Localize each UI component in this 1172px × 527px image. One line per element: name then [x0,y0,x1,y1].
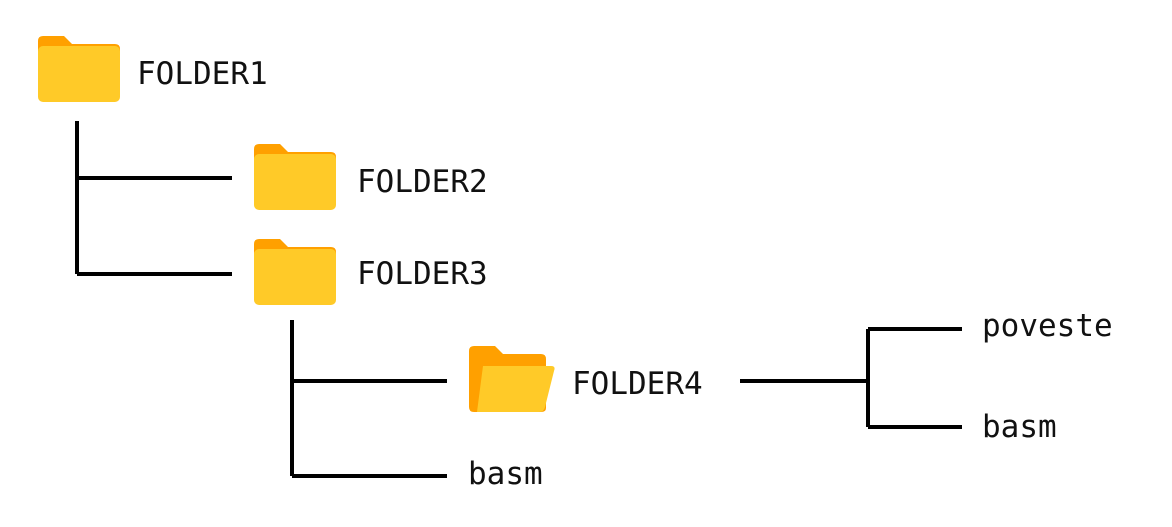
folder-icon[interactable] [254,239,336,305]
file-label-basm[interactable]: basm [982,409,1057,445]
folder-label-folder2[interactable]: FOLDER2 [357,164,488,200]
folder-open-icon[interactable] [469,346,555,412]
folder-label-folder4[interactable]: FOLDER4 [572,366,703,402]
folder-label-folder3[interactable]: FOLDER3 [357,256,488,292]
folder-icon[interactable] [254,144,336,210]
file-label-poveste[interactable]: poveste [982,308,1113,344]
file-label-basm[interactable]: basm [468,456,543,492]
folder-label-folder1[interactable]: FOLDER1 [137,56,268,92]
folder-icon[interactable] [38,36,120,102]
